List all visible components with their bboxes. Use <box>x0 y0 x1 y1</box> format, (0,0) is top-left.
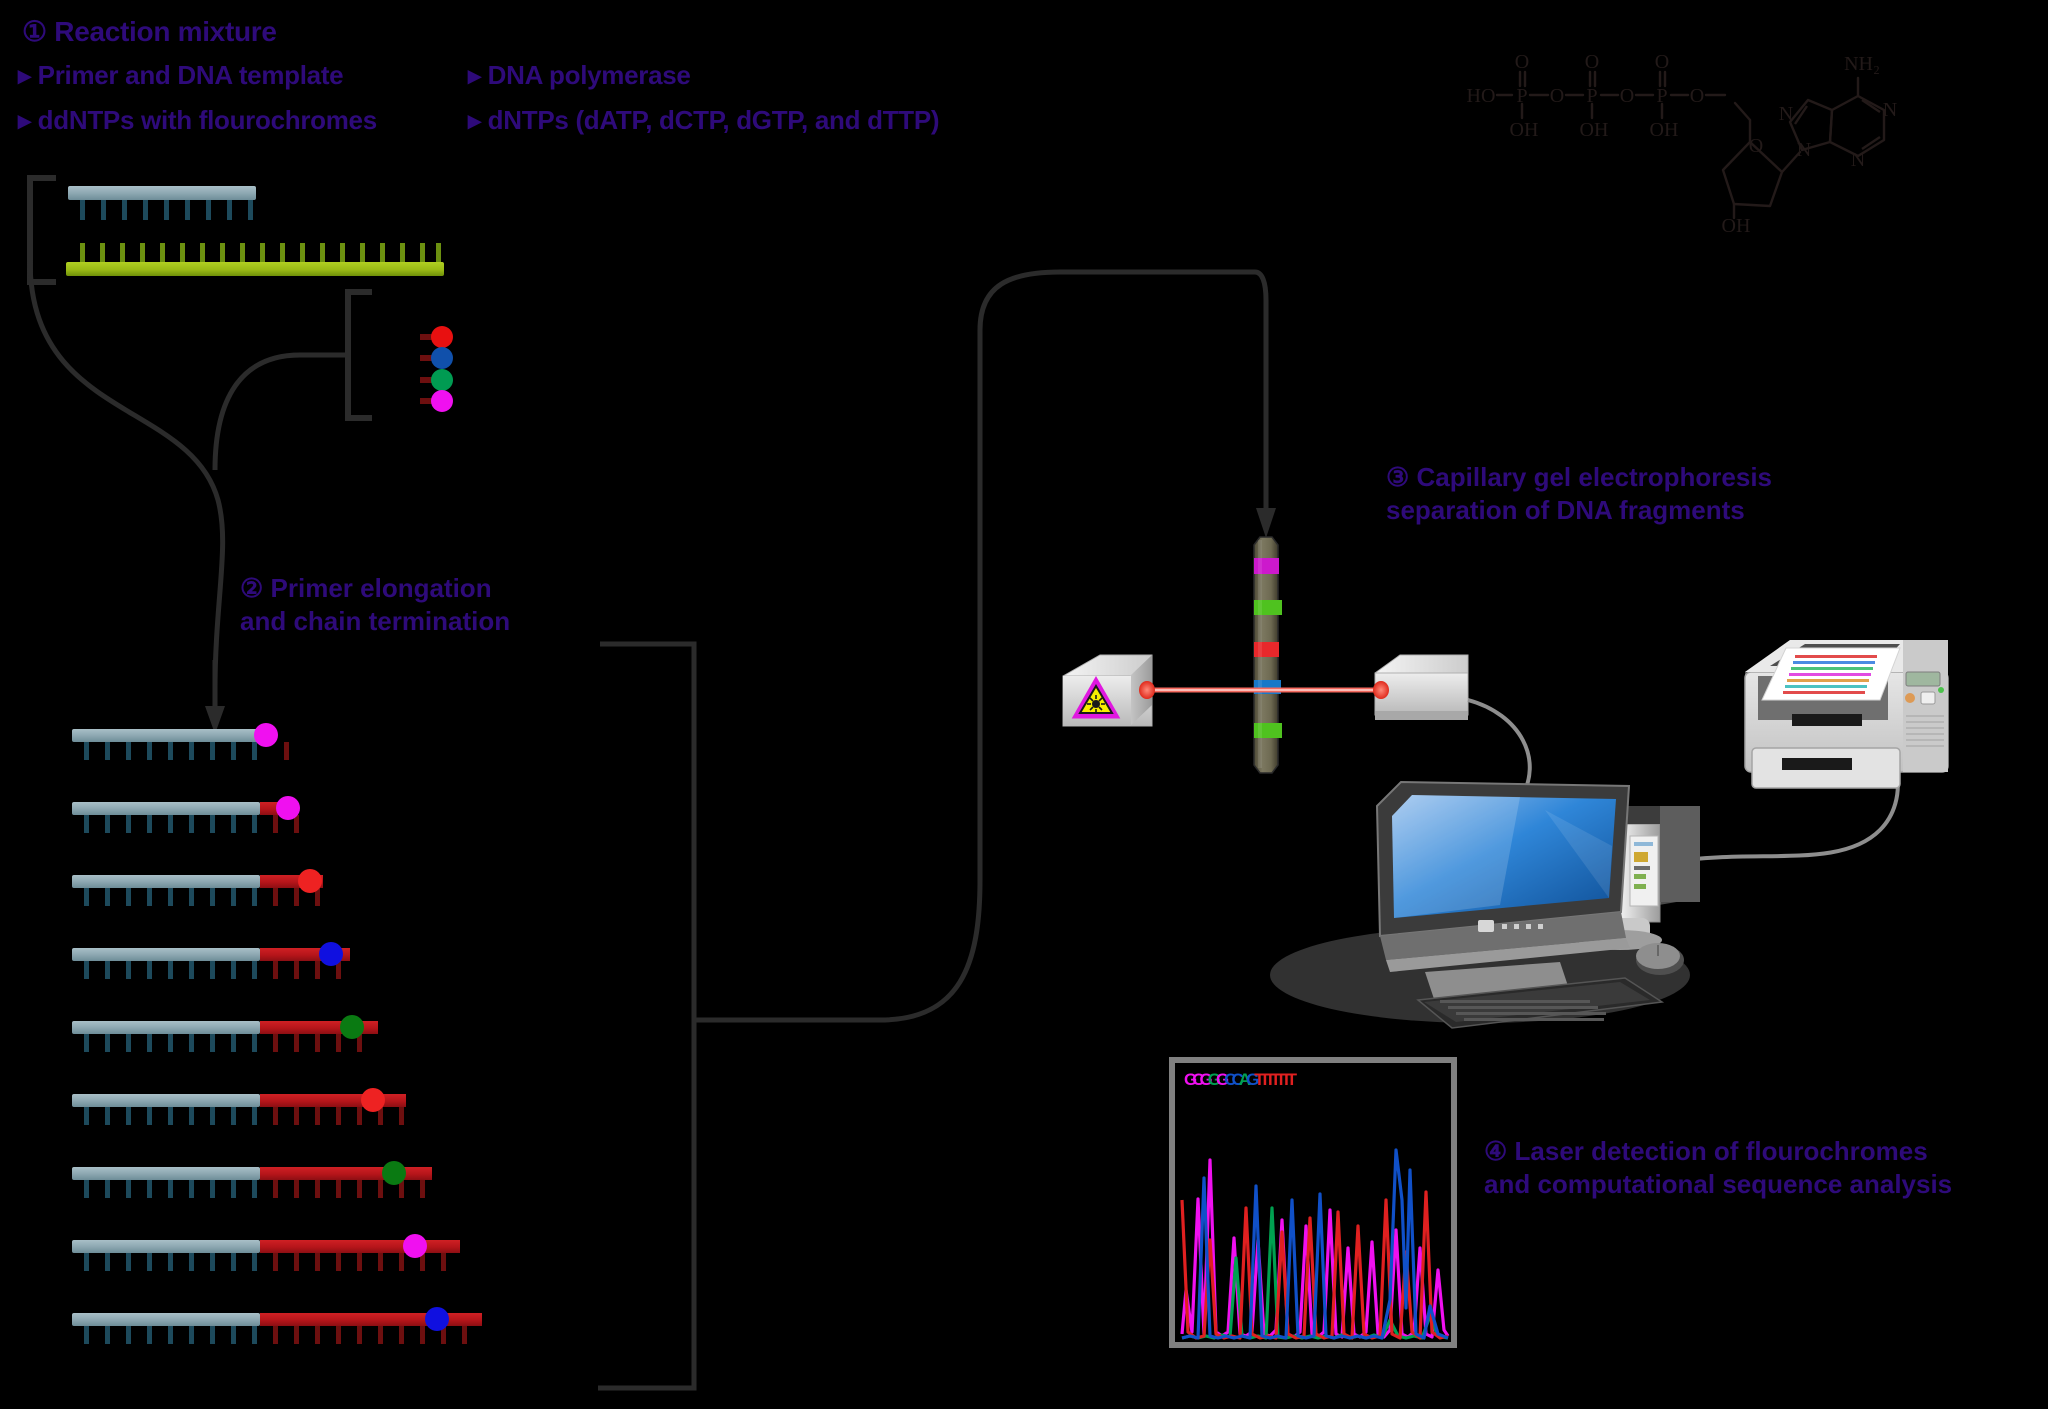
basecall-letter: G <box>1215 1070 1229 1089</box>
primer-strand <box>68 186 256 220</box>
label-o-top1: O <box>1515 51 1529 73</box>
ddntp-blue <box>420 347 453 369</box>
bullet-dntps: ▸ dNTPs (dATP, dCTP, dGTP, and dTTP) <box>468 105 940 135</box>
label-p3: P <box>1656 85 1667 107</box>
basecall-letter: G <box>1199 1070 1213 1089</box>
computer-mouse <box>1636 943 1684 975</box>
fragment-2 <box>72 796 300 833</box>
trace-C <box>1181 1148 1449 1340</box>
basecall-letter: C <box>1192 1070 1204 1089</box>
printed-chromatogram-sheet <box>1761 647 1901 701</box>
label-oh3: OH <box>1650 119 1679 141</box>
basecall-letter: G <box>1184 1070 1197 1089</box>
computer-monitor <box>1375 780 1631 1002</box>
computer-keyboard <box>1416 977 1665 1029</box>
label-o-bridge2: O <box>1620 85 1634 107</box>
desktop-computer <box>1270 780 1700 1029</box>
basecall-letter: T <box>1286 1070 1298 1089</box>
label-ho: HO <box>1467 85 1496 107</box>
label-o-bridge3: O <box>1690 85 1704 107</box>
label-n7: N <box>1779 103 1793 125</box>
label-oh1: OH <box>1510 119 1539 141</box>
chromatogram-panel <box>1169 1057 1457 1348</box>
ddntp-red <box>420 326 453 348</box>
label-n1: N <box>1883 99 1897 121</box>
label-n3: N <box>1851 149 1865 171</box>
fragment-8 <box>72 1234 460 1271</box>
reagent-bracket-left <box>27 175 226 691</box>
fragment-5 <box>72 1015 378 1052</box>
fragments-to-capillary-flow <box>598 269 1276 1391</box>
label-p1: P <box>1516 85 1527 107</box>
reaction-mixture-title: ① Reaction mixture <box>22 16 277 47</box>
bullet-ddntps: ▸ ddNTPs with flourochromes <box>18 105 377 135</box>
label-oh-sugar: OH <box>1722 215 1751 237</box>
capillary-band-green-2 <box>1254 723 1282 738</box>
label-oh2: OH <box>1580 119 1609 141</box>
label-n9: N <box>1797 139 1811 161</box>
laser-hazard-icon <box>1071 675 1121 719</box>
datp-molecule: HO P O P O P O O O O OH OH OH O OH <box>1467 51 1898 237</box>
fragment-6 <box>72 1088 406 1125</box>
fragment-9 <box>72 1307 482 1344</box>
basecall-letter: C <box>1231 1070 1244 1089</box>
ddntp-magenta <box>420 390 453 412</box>
step3-label: ③ Capillary gel electrophoresis separati… <box>1386 462 1773 526</box>
label-ring-o: O <box>1749 135 1763 157</box>
basecall-letter: C <box>1224 1070 1236 1089</box>
label-o-bridge1: O <box>1550 85 1564 107</box>
bullet-primer-template: ▸ Primer and DNA template <box>18 60 344 90</box>
label-o-top2: O <box>1585 51 1599 73</box>
label-nh2: NH₂ <box>1844 53 1880 75</box>
template-strand <box>66 243 444 276</box>
ddntp-bracket <box>212 289 372 471</box>
elongation-arrow <box>205 660 225 734</box>
basecall-letter: G <box>1207 1070 1221 1089</box>
chromatogram-traces <box>1180 1148 1450 1340</box>
fragment-3 <box>72 869 323 906</box>
capillary-band-red <box>1254 642 1279 657</box>
step4-label: ④ Laser detection of flourochromes and c… <box>1484 1136 1953 1200</box>
capillary-band-magenta <box>1254 558 1279 574</box>
fluorescence-detector <box>1373 654 1469 720</box>
ddntp-green <box>420 369 453 391</box>
basecall-letter: A <box>1238 1070 1251 1089</box>
laser-source <box>1062 654 1155 727</box>
capillary-column <box>1253 536 1282 774</box>
capillary-band-green-1 <box>1254 600 1282 615</box>
fragment-4 <box>72 942 350 979</box>
basecall-sequence: GCGGGCCAGTTTTTTT <box>1184 1070 1298 1090</box>
label-p2: P <box>1586 85 1597 107</box>
color-printer <box>1744 640 1949 789</box>
elongation-products <box>72 723 482 1344</box>
bullet-dna-polymerase: ▸ DNA polymerase <box>468 60 691 90</box>
fragment-7 <box>72 1161 432 1198</box>
label-o-top3: O <box>1655 51 1669 73</box>
step2-label: ② Primer elongation and chain terminatio… <box>240 573 511 637</box>
fragment-1 <box>72 723 289 760</box>
